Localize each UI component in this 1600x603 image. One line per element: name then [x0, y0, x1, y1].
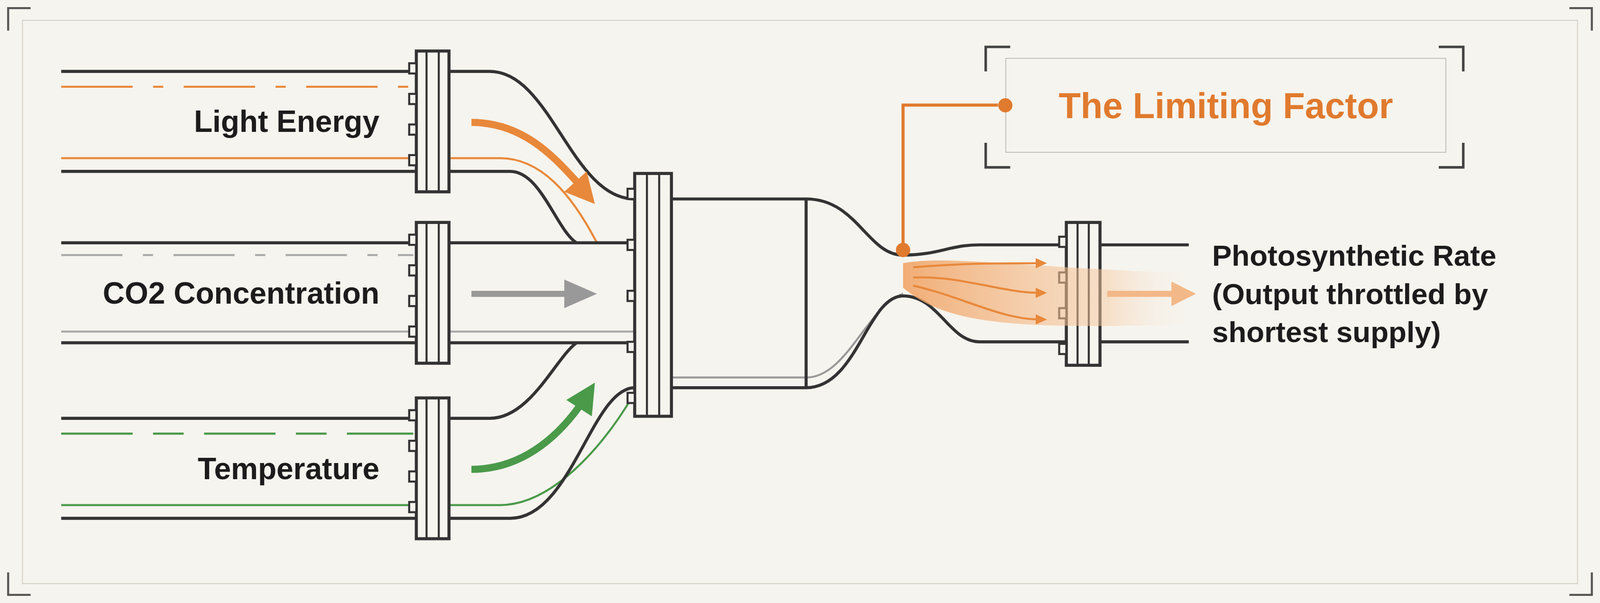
input-label: Temperature: [197, 450, 380, 487]
leader-dot: [998, 98, 1013, 113]
callout-title: The Limiting Factor: [1058, 84, 1393, 127]
input-label: CO2 Concentration: [102, 275, 380, 311]
input-label: Light Energy: [193, 103, 380, 139]
output-label: Photosynthetic Rate (Output throttled by…: [1212, 236, 1587, 352]
callout-box: The Limiting Factor: [1005, 57, 1447, 153]
